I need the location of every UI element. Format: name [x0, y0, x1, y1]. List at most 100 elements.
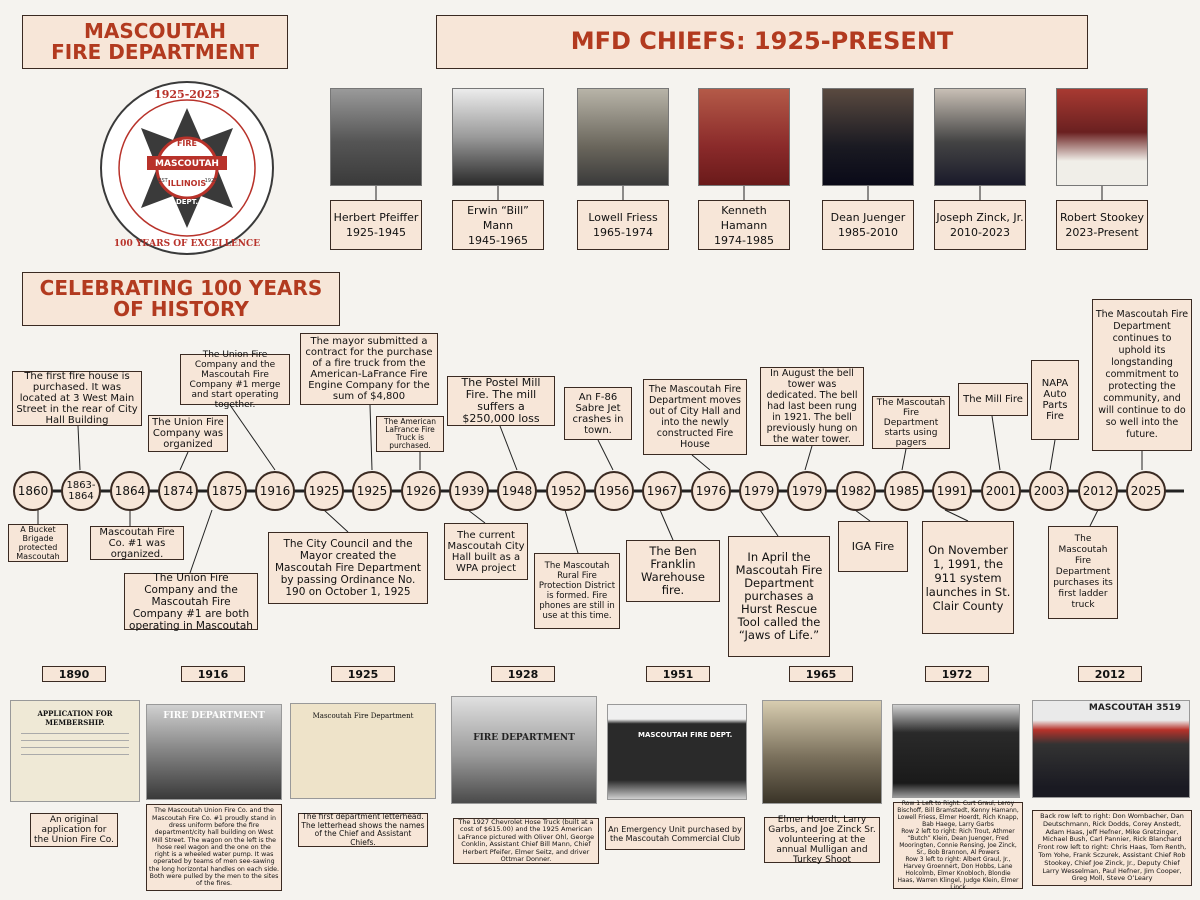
timeline-year: 1985 — [884, 471, 924, 511]
gallery-year: 1890 — [42, 666, 106, 682]
chief-photo — [1056, 88, 1148, 186]
gallery-photo: APPLICATION FOR MEMBERSHIP. — [10, 700, 140, 802]
chief-name-box: Herbert Pfeiffer 1925-1945 — [330, 200, 422, 250]
gallery-year: 1916 — [181, 666, 245, 682]
gallery-photo: FIRE DEPARTMENT — [451, 696, 597, 804]
chief-years: 1925-1945 — [346, 226, 406, 239]
chief-years: 1965-1974 — [593, 226, 653, 239]
timeline-year: 1979 — [787, 471, 827, 511]
department-title-text: MASCOUTAH FIRE DEPARTMENT — [51, 19, 259, 64]
timeline-year: 2001 — [981, 471, 1021, 511]
logo-years: 1925-2025 — [154, 88, 220, 101]
timeline-year: 1952 — [546, 471, 586, 511]
timeline-year: 2003 — [1029, 471, 1069, 511]
photo-caption-text: Mascoutah Fire Department — [312, 712, 414, 720]
timeline-year: 1956 — [594, 471, 634, 511]
chief-years: 2010-2023 — [950, 226, 1010, 239]
timeline-year: 1860 — [13, 471, 53, 511]
chiefs-title: MFD CHIEFS: 1925-PRESENT — [436, 15, 1088, 69]
timeline-year: 1939 — [449, 471, 489, 511]
logo-est: EST — [158, 178, 168, 184]
timeline-event: The Union Fire Company was organized — [148, 415, 228, 452]
logo-state: ILLINOIS — [168, 179, 207, 188]
logo-dept: DEPT. — [176, 198, 198, 206]
gallery-year: 1972 — [925, 666, 989, 682]
timeline-year: 1991 — [932, 471, 972, 511]
chief-name: Herbert Pfeiffer — [333, 211, 419, 224]
timeline-event: IGA Fire — [838, 521, 908, 572]
timeline-event: On November 1, 1991, the 911 system laun… — [922, 521, 1014, 634]
timeline-event: The Ben Franklin Warehouse fire. — [626, 540, 720, 602]
chief-years: 2023-Present — [1065, 226, 1139, 239]
timeline-year: 1875 — [207, 471, 247, 511]
logo-est-year: 1925 — [205, 178, 218, 184]
timeline-year: 1925 — [352, 471, 392, 511]
gallery-photo: Mascoutah Fire Department — [290, 703, 436, 799]
timeline-event: The mayor submitted a contract for the p… — [300, 333, 438, 405]
celebrating-title: CELEBRATING 100 YEARS OF HISTORY — [22, 272, 340, 326]
timeline-event: In April the Mascoutah Fire Department p… — [728, 536, 830, 657]
timeline-year: 1979 — [739, 471, 779, 511]
chief-name-box: Joseph Zinck, Jr. 2010-2023 — [934, 200, 1026, 250]
timeline-event: NAPA Auto Parts Fire — [1031, 360, 1079, 440]
gallery-caption: Elmer Hoerdt, Larry Garbs, and Joe Zinck… — [764, 815, 880, 865]
timeline-year: 1948 — [497, 471, 537, 511]
photo-caption-text: MASCOUTAH 3519 — [1088, 703, 1181, 713]
chief-photo — [934, 88, 1026, 186]
photo-caption-text: FIRE DEPARTMENT — [473, 733, 575, 743]
gallery-photo: MASCOUTAH 3519 — [1032, 700, 1190, 798]
timeline-event: The City Council and the Mayor created t… — [268, 532, 428, 604]
timeline-year: 1864 — [110, 471, 150, 511]
gallery-caption: Row 1 Left to Right: Curt Graul, Leroy B… — [893, 800, 1023, 891]
department-title: MASCOUTAH FIRE DEPARTMENT — [22, 15, 288, 69]
gallery-caption: The 1927 Chevrolet Hose Truck (built at … — [453, 818, 599, 864]
chief-name: Kenneth Hamann — [720, 203, 768, 232]
gallery-year: 1925 — [331, 666, 395, 682]
timeline-event: A Bucket Brigade protected Mascoutah — [8, 524, 68, 562]
gallery-caption: The Mascoutah Union Fire Co. and the Mas… — [146, 804, 282, 891]
chief-name: Erwin “Bill” Mann — [467, 203, 529, 232]
timeline-event: The Mascoutah Fire Department starts usi… — [872, 396, 950, 449]
timeline-event: The Mascoutah Fire Department purchases … — [1048, 526, 1118, 619]
logo-name: MASCOUTAH — [155, 159, 219, 169]
timeline-year: 2012 — [1078, 471, 1118, 511]
timeline-event: The Union Fire Company and the Mascoutah… — [180, 350, 290, 410]
celebrating-title-text: CELEBRATING 100 YEARS OF HISTORY — [39, 276, 323, 321]
chief-name-box: Lowell Friess 1965-1974 — [577, 200, 669, 250]
timeline-event: The Mascoutah Rural Fire Protection Dist… — [534, 553, 620, 629]
timeline-event: The Union Fire Company and the Mascoutah… — [124, 572, 258, 632]
chief-photo — [577, 88, 669, 186]
gallery-photo: FIRE DEPARTMENT — [146, 704, 282, 800]
timeline-event: The Mascoutah Fire Department moves out … — [643, 379, 747, 455]
logo-fire: FIRE — [177, 139, 197, 148]
chief-years: 1945-1965 — [468, 233, 528, 247]
chiefs-title-text: MFD CHIEFS: 1925-PRESENT — [570, 27, 954, 56]
timeline-year: 1874 — [158, 471, 198, 511]
timeline-year: 1916 — [255, 471, 295, 511]
timeline-event: The current Mascoutah City Hall built as… — [444, 523, 528, 580]
gallery-photo — [892, 704, 1020, 798]
gallery-photo: MASCOUTAH FIRE DEPT. — [607, 704, 747, 800]
chief-photo — [698, 88, 790, 186]
gallery-year: 1928 — [491, 666, 555, 682]
timeline-year: 1976 — [691, 471, 731, 511]
gallery-caption: An original application for the Union Fi… — [30, 813, 118, 847]
timeline-year: 1925 — [304, 471, 344, 511]
department-logo: 1925-2025 FIRE MASCOUTAH EST 1925 ILLINO… — [100, 81, 274, 255]
logo-motto: 100 YEARS OF EXCELLENCE — [114, 239, 260, 249]
photo-caption-text: FIRE DEPARTMENT — [163, 711, 265, 721]
timeline-event: The American LaFrance Fire Truck is purc… — [376, 416, 444, 452]
chief-name: Joseph Zinck, Jr. — [936, 211, 1024, 224]
gallery-caption: Back row left to right: Don Wombacher, D… — [1032, 810, 1192, 886]
timeline-year: 1967 — [642, 471, 682, 511]
photo-caption-text: MASCOUTAH FIRE DEPT. — [638, 731, 733, 739]
chief-name: Lowell Friess — [588, 211, 658, 224]
chief-photo — [822, 88, 914, 186]
chief-photo — [330, 88, 422, 186]
chief-name: Dean Juenger — [830, 211, 906, 224]
timeline-year: 1863- 1864 — [61, 471, 101, 511]
